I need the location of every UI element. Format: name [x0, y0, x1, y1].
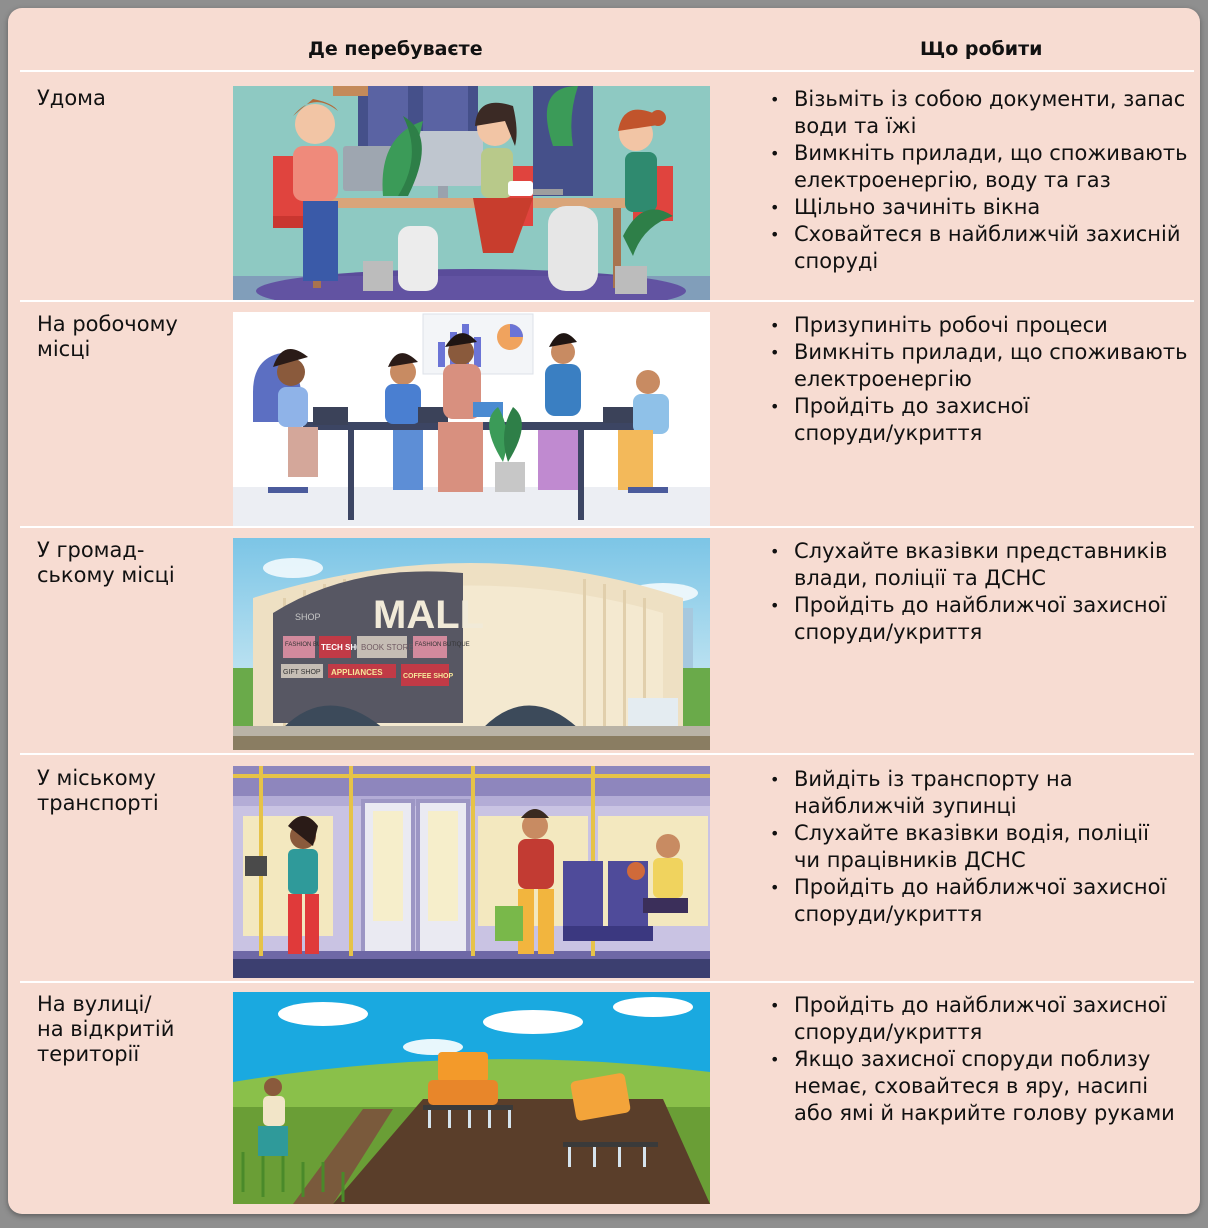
row-divider: [20, 300, 1194, 302]
row-divider: [20, 526, 1194, 528]
list-item: •Щільно зачиніть вікна: [770, 195, 1041, 219]
coffee-sign: COFFEE SHOP: [403, 673, 454, 680]
table-row-workplace: На робочому місці: [8, 312, 1200, 526]
row-divider: [20, 981, 1194, 983]
workplace-illustration: [233, 312, 710, 526]
shop-sign: SHOP: [295, 612, 321, 622]
tech-sign: TECH SHOP: [321, 643, 368, 652]
field-illustration: [233, 992, 710, 1204]
fashion-sign-2: FASHION BUTIQUE: [415, 642, 470, 648]
book-sign: BOOK STORE: [361, 643, 414, 652]
mall-illustration: MALL SHOP FASHION BUTIQUE TECH SHOP BOOK…: [233, 538, 710, 750]
gift-sign: GIFT SHOP: [283, 669, 321, 676]
appliances-sign: APPLIANCES: [331, 668, 383, 677]
list-item: •Призупиніть робочі процеси: [770, 313, 1108, 337]
table-row-transport: У міському транспорті: [8, 766, 1200, 978]
place-label: На робочому місці: [37, 312, 178, 361]
header-divider: [20, 70, 1194, 72]
table-row-home: Удома: [8, 86, 1200, 300]
header-place: Де перебуваєте: [308, 38, 483, 60]
header-todo: Що робити: [920, 38, 1043, 60]
todo-list: •Призупиніть робочі процеси •Вимкніть пр…: [770, 312, 1195, 447]
home-illustration: [233, 86, 710, 300]
fashion-sign: FASHION BUTIQUE: [285, 642, 340, 648]
place-label: На вулиці/ на відкритій території: [37, 992, 175, 1066]
table-row-street: На вулиці/ на відкритій території: [8, 992, 1200, 1204]
table-header: Де перебуваєте Що робити: [8, 8, 1200, 72]
table-row-public-place: У громад- ському місці: [8, 538, 1200, 750]
transport-illustration: [233, 766, 710, 978]
row-divider: [20, 753, 1194, 755]
place-label: Удома: [37, 86, 106, 110]
safety-instructions-card: Де перебуваєте Що робити Удома: [8, 8, 1200, 1214]
place-label: У громад- ському місці: [37, 538, 175, 587]
place-label: У міському транспорті: [37, 766, 159, 815]
mall-sign: MALL: [373, 593, 484, 637]
